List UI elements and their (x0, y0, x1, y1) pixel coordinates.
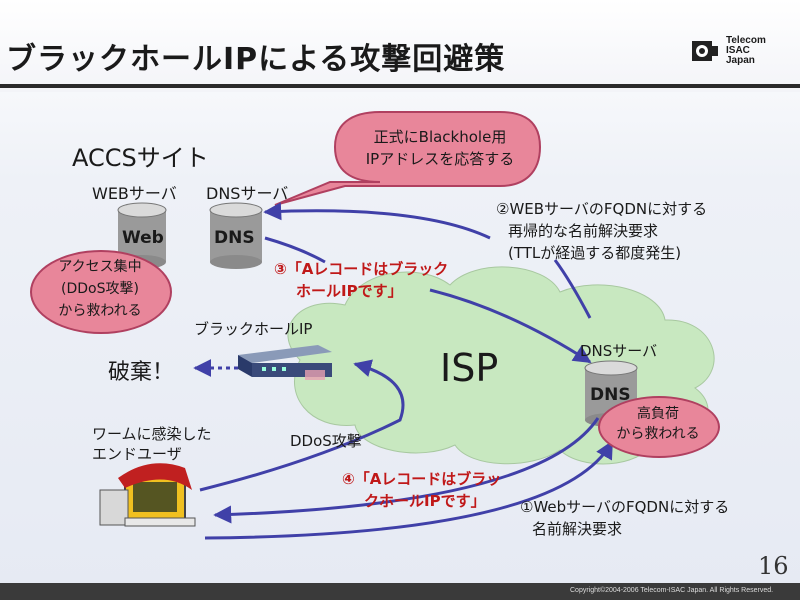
worm-user-line-2: エンドユーザ (92, 445, 182, 463)
site-title: ACCSサイト (72, 144, 209, 172)
telecom-isac-logo: Telecom ISAC Japan (690, 36, 798, 72)
slide-title: ブラックホールIPによる攻撃回避策 (6, 42, 506, 77)
access-line-2: (DDoS攻撃) (61, 281, 139, 297)
title-bar: ブラックホールIPによる攻撃回避策 Telecom ISAC Japan (0, 0, 800, 92)
web-db-text: Web (122, 228, 164, 248)
step3-line-2: ホールIPです」 (296, 282, 403, 300)
footer-bar (0, 583, 800, 600)
ddos-attack-label: DDoS攻撃 (290, 432, 362, 450)
step2-line-2: 再帰的な名前解決要求 (508, 222, 659, 240)
discard-label: 破棄！ (108, 360, 175, 385)
isp-label: ISP (440, 346, 499, 390)
access-line-1: アクセス集中 (58, 259, 142, 275)
logo-line-2: ISAC (726, 45, 750, 56)
callout-line-2: IPアドレスを応答する (365, 150, 515, 168)
logo-line-1: Telecom (726, 35, 766, 46)
accs-dns-db-cylinder (209, 202, 263, 269)
isp-dns-label: DNSサーバ (580, 342, 658, 360)
access-line-3: から救われる (58, 303, 142, 319)
infected-pc (99, 463, 196, 527)
dns-db-text: DNS (214, 228, 255, 248)
page-number: 16 (758, 552, 789, 580)
step3-text: ③「Aレコードはブラック ホールIPです」 (274, 258, 448, 302)
worm-user-line-1: ワームに感染した (92, 425, 212, 443)
worm-user-text: ワームに感染した エンドユーザ (92, 424, 212, 464)
step4-line-1: ④「Aレコードはブラッ (342, 470, 502, 488)
arrow-step2-in (553, 259, 592, 319)
arrow-step4 (213, 417, 600, 524)
blackhole-ip-label: ブラックホールIP (194, 320, 313, 338)
arrow-step1 (204, 440, 614, 540)
high-load-line-1: 高負荷 (637, 406, 679, 422)
isp-dns-db-text: DNS (590, 385, 631, 405)
step2-text: ②WEBサーバのFQDNに対する 再帰的な名前解決要求 (TTLが経過する都度発… (496, 198, 707, 264)
high-load-line-2: から救われる (616, 426, 700, 442)
arrow-ddos (199, 359, 405, 492)
high-load-bubble (598, 396, 720, 458)
callout-bubble (274, 111, 542, 206)
arrow-step2 (263, 202, 491, 240)
callout-text: 正式にBlackhole用 IPアドレスを応答する (345, 126, 535, 170)
access-concentration-text: アクセス集中 (DDoS攻撃) から救われる (30, 256, 170, 322)
step4-text: ④「Aレコードはブラッ クホールIPです」 (342, 468, 501, 512)
arrow-step3 (264, 236, 590, 362)
step2-line-1: ②WEBサーバのFQDNに対する (496, 200, 708, 218)
step1-line-2: 名前解決要求 (532, 520, 623, 538)
logo-line-3: Japan (726, 55, 755, 66)
callout-line-1: 正式にBlackhole用 (373, 128, 507, 146)
router-device (238, 345, 332, 380)
logo-text: Telecom ISAC Japan (726, 36, 766, 66)
high-load-text: 高負荷 から救われる (598, 404, 718, 444)
step3-line-1: ③「Aレコードはブラック (274, 260, 449, 278)
copyright-text: Copyright©2004-2006 Telecom-ISAC Japan. … (570, 587, 774, 594)
step2-line-3: (TTLが経過する都度発生) (508, 244, 682, 262)
step1-line-1: ①WebサーバのFQDNに対する (520, 498, 730, 516)
access-concentration-bubble (30, 250, 172, 334)
title-divider (0, 84, 800, 88)
step1-text: ①WebサーバのFQDNに対する 名前解決要求 (520, 496, 729, 540)
logo-mark-icon (692, 41, 718, 61)
step4-line-2: クホールIPです」 (364, 492, 486, 510)
web-server-label: WEBサーバ (92, 184, 177, 203)
dns-server-label: DNSサーバ (206, 184, 289, 203)
